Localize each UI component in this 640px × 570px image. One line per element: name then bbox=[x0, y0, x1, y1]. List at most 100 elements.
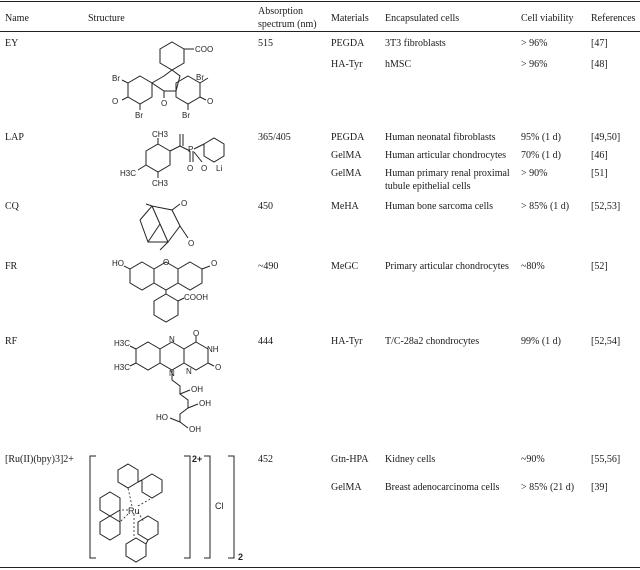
rf-h3c-label-2: H3C bbox=[114, 363, 130, 372]
row-fr-name: FR bbox=[5, 261, 18, 272]
rf-oh-label-1: OH bbox=[191, 385, 203, 394]
table-bottom-rule bbox=[0, 567, 640, 568]
row-cq-name: CQ bbox=[5, 201, 19, 212]
row-lap-material-1: PEGDA bbox=[331, 132, 365, 143]
row-lap-ref-1: [49,50] bbox=[591, 132, 621, 143]
lap-structure: CH3 CH3 H3C P O O Li bbox=[120, 130, 225, 188]
header-materials: Materials bbox=[331, 13, 369, 24]
ey-o-keto-label: O bbox=[207, 97, 213, 106]
ru-counterion-label: Cl bbox=[215, 501, 224, 511]
lap-ch3-label-1: CH3 bbox=[152, 130, 169, 139]
lap-o-minus-label: O bbox=[201, 164, 207, 173]
header-cells: Encapsulated cells bbox=[385, 13, 460, 24]
fr-o-ring-label: O bbox=[163, 258, 169, 267]
row-lap-ref-2: [46] bbox=[591, 150, 608, 161]
header-structure: Structure bbox=[88, 13, 125, 24]
camphorquinone-structure: O O bbox=[139, 199, 194, 251]
header-name: Name bbox=[5, 13, 29, 24]
row-ru-ref-2: [39] bbox=[591, 482, 608, 493]
row-ey-material-2: HA-Tyr bbox=[331, 59, 363, 70]
rf-nh-label: NH bbox=[207, 345, 219, 354]
row-ey-material-1: PEGDA bbox=[331, 38, 365, 49]
ey-br-label-1: Br bbox=[112, 74, 120, 83]
row-cq-material-1: MeHA bbox=[331, 201, 359, 212]
ey-br-label-3: Br bbox=[182, 111, 190, 120]
row-ey-ref-1: [47] bbox=[591, 38, 608, 49]
row-lap-ref-3: [51] bbox=[591, 168, 608, 179]
row-fr-absorption: ~490 bbox=[258, 261, 279, 272]
row-cq-cells-1: Human bone sarcoma cells bbox=[385, 201, 494, 212]
row-ru-cells-1: Kidney cells bbox=[385, 454, 436, 465]
lap-li-label: Li bbox=[216, 164, 222, 173]
header-references: References bbox=[591, 13, 636, 24]
fr-o-keto-label: O bbox=[211, 259, 217, 268]
row-lap-cells-3: Human primary renal proximal tubule epit… bbox=[385, 168, 510, 192]
ru-bpy-structure: Ru 2+ Cl 2 bbox=[89, 454, 243, 563]
rf-h3c-label-1: H3C bbox=[114, 339, 130, 348]
row-rf-material-1: HA-Tyr bbox=[331, 336, 363, 347]
row-fr-viability-1: ~80% bbox=[521, 261, 545, 272]
row-ey-ref-2: [48] bbox=[591, 59, 608, 70]
row-lap-name: LAP bbox=[5, 132, 24, 143]
rf-n-label-1: N bbox=[169, 335, 175, 344]
fr-cooh-label: COOH bbox=[184, 293, 208, 302]
row-ru-material-1: Gtn-HPA bbox=[331, 454, 369, 465]
table-header-rule bbox=[0, 31, 640, 32]
ey-br-label-2: Br bbox=[135, 111, 143, 120]
row-lap-absorption: 365/405 bbox=[258, 132, 291, 143]
rf-oh-label-3: OH bbox=[189, 425, 201, 434]
cq-o-label-1: O bbox=[181, 199, 187, 208]
ey-coo-label: COO bbox=[195, 45, 213, 54]
row-rf-viability-1: 99% (1 d) bbox=[521, 336, 561, 347]
ey-br-label-4: Br bbox=[196, 73, 204, 82]
row-ru-cells-2: Breast adenocarcinoma cells bbox=[385, 482, 500, 493]
row-lap-cells-2: Human articular chondrocytes bbox=[385, 150, 507, 161]
row-rf-absorption: 444 bbox=[258, 336, 273, 347]
rf-oh-label-2: OH bbox=[199, 399, 211, 408]
row-lap-viability-1: 95% (1 d) bbox=[521, 132, 561, 143]
row-ey-name: EY bbox=[5, 38, 19, 49]
header-viability: Cell viability bbox=[521, 13, 574, 24]
header-absorption-1: Absorption bbox=[258, 6, 303, 17]
row-lap-material-3: GelMA bbox=[331, 168, 362, 179]
rf-o-label-1: O bbox=[193, 329, 199, 338]
lap-ch3-label-2: CH3 bbox=[152, 179, 169, 188]
row-ru-material-2: GelMA bbox=[331, 482, 362, 493]
row-cq-viability-1: > 85% (1 d) bbox=[521, 201, 570, 212]
row-ey-viability-2: > 96% bbox=[521, 59, 548, 70]
lap-h3c-label: H3C bbox=[120, 169, 136, 178]
row-ey-absorption: 515 bbox=[258, 38, 273, 49]
ru-subscript-label: 2 bbox=[238, 552, 243, 562]
ru-charge-label: 2+ bbox=[192, 454, 202, 464]
row-fr-ref-1: [52] bbox=[591, 261, 608, 272]
row-fr-material-1: MeGC bbox=[331, 261, 359, 272]
row-ey-cells-2: hMSC bbox=[385, 59, 412, 70]
rf-o-label-2: O bbox=[215, 363, 221, 372]
row-rf-ref-1: [52,54] bbox=[591, 336, 621, 347]
eosin-y-structure: COO Br O Br O Br Br O bbox=[112, 41, 213, 120]
rf-n-label-2: N bbox=[169, 369, 175, 378]
rf-n-label-3: N bbox=[186, 367, 192, 376]
row-rf-name: RF bbox=[5, 336, 18, 347]
row-ru-name: [Ru(II)(bpy)3]2+ bbox=[5, 454, 74, 465]
header-absorption-2: spectrum (nm) bbox=[258, 19, 317, 30]
row-ru-viability-2: > 85% (21 d) bbox=[521, 482, 575, 493]
fr-ho-label: HO bbox=[112, 259, 124, 268]
row-ey-cells-1: 3T3 fibroblasts bbox=[385, 38, 446, 49]
table-top-rule bbox=[0, 1, 640, 2]
row-ru-absorption: 452 bbox=[258, 454, 273, 465]
ru-metal-label: Ru bbox=[128, 506, 140, 516]
row-cq-absorption: 450 bbox=[258, 201, 273, 212]
row-ru-ref-1: [55,56] bbox=[591, 454, 621, 465]
row-lap-cells-1: Human neonatal fibroblasts bbox=[385, 132, 496, 143]
row-lap-viability-2: 70% (1 d) bbox=[521, 150, 561, 161]
row-fr-cells-1: Primary articular chondrocytes bbox=[385, 261, 509, 272]
lap-o-label: O bbox=[187, 164, 193, 173]
row-ey-viability-1: > 96% bbox=[521, 38, 548, 49]
row-lap-viability-3: > 90% bbox=[521, 168, 548, 179]
row-cq-ref-1: [52,53] bbox=[591, 201, 621, 212]
row-ru-viability-1: ~90% bbox=[521, 454, 545, 465]
fluorescein-structure: HO O O COOH bbox=[112, 258, 217, 323]
row-lap-material-2: GelMA bbox=[331, 150, 362, 161]
